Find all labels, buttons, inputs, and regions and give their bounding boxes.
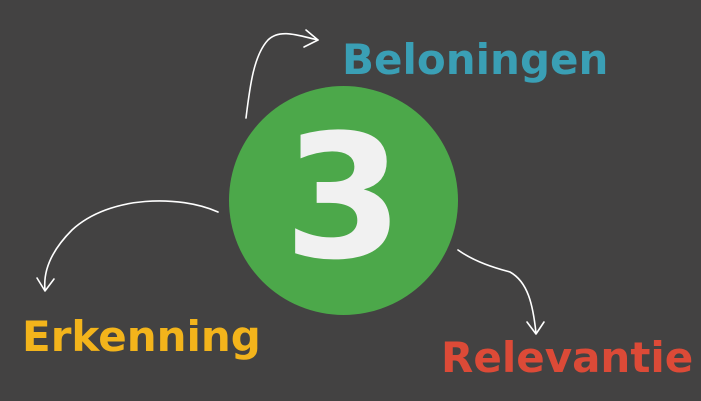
arrow-to-beloningen: [245, 29, 319, 119]
center-circle: 3: [229, 86, 458, 315]
arrow-to-relevantie: [457, 249, 545, 335]
label-relevantie: Relevantie: [441, 333, 694, 382]
label-erkenning: Erkenning: [22, 312, 261, 361]
center-number: 3: [283, 96, 404, 298]
label-beloningen: Beloningen: [342, 35, 609, 84]
arrow-to-erkenning: [36, 200, 219, 292]
